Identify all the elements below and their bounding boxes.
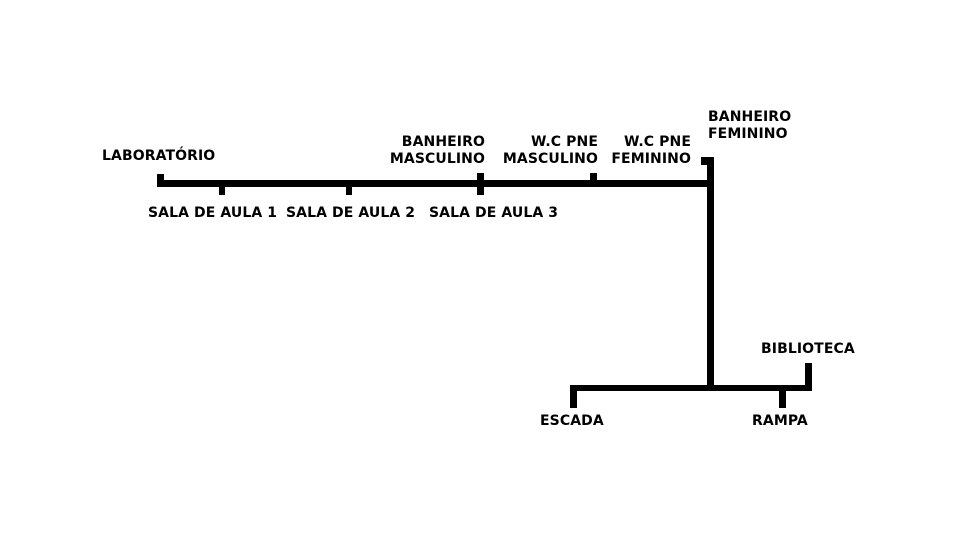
label-banheiro-masculino-line1: BANHEIRO [401,134,485,150]
label-wc-pne-feminino-line1: W.C PNE [623,134,691,150]
wc-pne-masculino-tick [590,173,597,183]
label-escada: ESCADA [540,413,604,430]
label-laboratorio: LABORATÓRIO [102,148,215,165]
label-banheiro-masculino: BANHEIRO MASCULINO [390,134,485,168]
label-banheiro-feminino-line1: BANHEIRO [708,109,792,125]
label-banheiro-feminino-line2: FEMININO [708,126,788,142]
corridor-vertical-line [707,157,714,391]
label-sala3: SALA DE AULA 3 [429,205,558,222]
biblioteca-tick [805,363,812,391]
corridor-main-line [157,180,714,187]
label-banheiro-feminino: BANHEIRO FEMININO [708,109,791,143]
escada-tick [570,385,577,408]
label-sala2: SALA DE AULA 2 [286,205,415,222]
label-wc-pne-feminino-line2: FEMININO [611,151,691,167]
label-wc-pne-masculino: W.C PNE MASCULINO [503,134,598,168]
label-biblioteca: BIBLIOTECA [761,341,855,358]
sala2-tick [346,183,352,195]
label-sala1-text: SALA DE AULA 1 [148,205,278,221]
wc-pne-feminino-marker [701,157,709,165]
label-banheiro-masculino-line2: MASCULINO [389,151,485,167]
label-sala3-text: SALA DE AULA 3 [429,205,559,221]
label-escada-text: ESCADA [540,413,604,429]
label-rampa-text: RAMPA [752,413,808,429]
label-biblioteca-text: BIBLIOTECA [761,341,855,357]
label-sala1: SALA DE AULA 1 [148,205,277,222]
sala1-tick [219,183,225,195]
label-wc-pne-feminino: W.C PNE FEMININO [611,134,691,168]
label-wc-pne-masculino-line2: MASCULINO [502,151,598,167]
corridor-lower-line [570,385,812,391]
sala3-banheiro-masculino-tick [477,173,484,195]
label-sala2-text: SALA DE AULA 2 [286,205,416,221]
label-wc-pne-masculino-line1: W.C PNE [530,134,598,150]
rampa-tick [779,385,786,408]
label-laboratorio-text: LABORATÓRIO [102,148,216,164]
laboratorio-tick [157,174,164,187]
label-rampa: RAMPA [752,413,808,430]
